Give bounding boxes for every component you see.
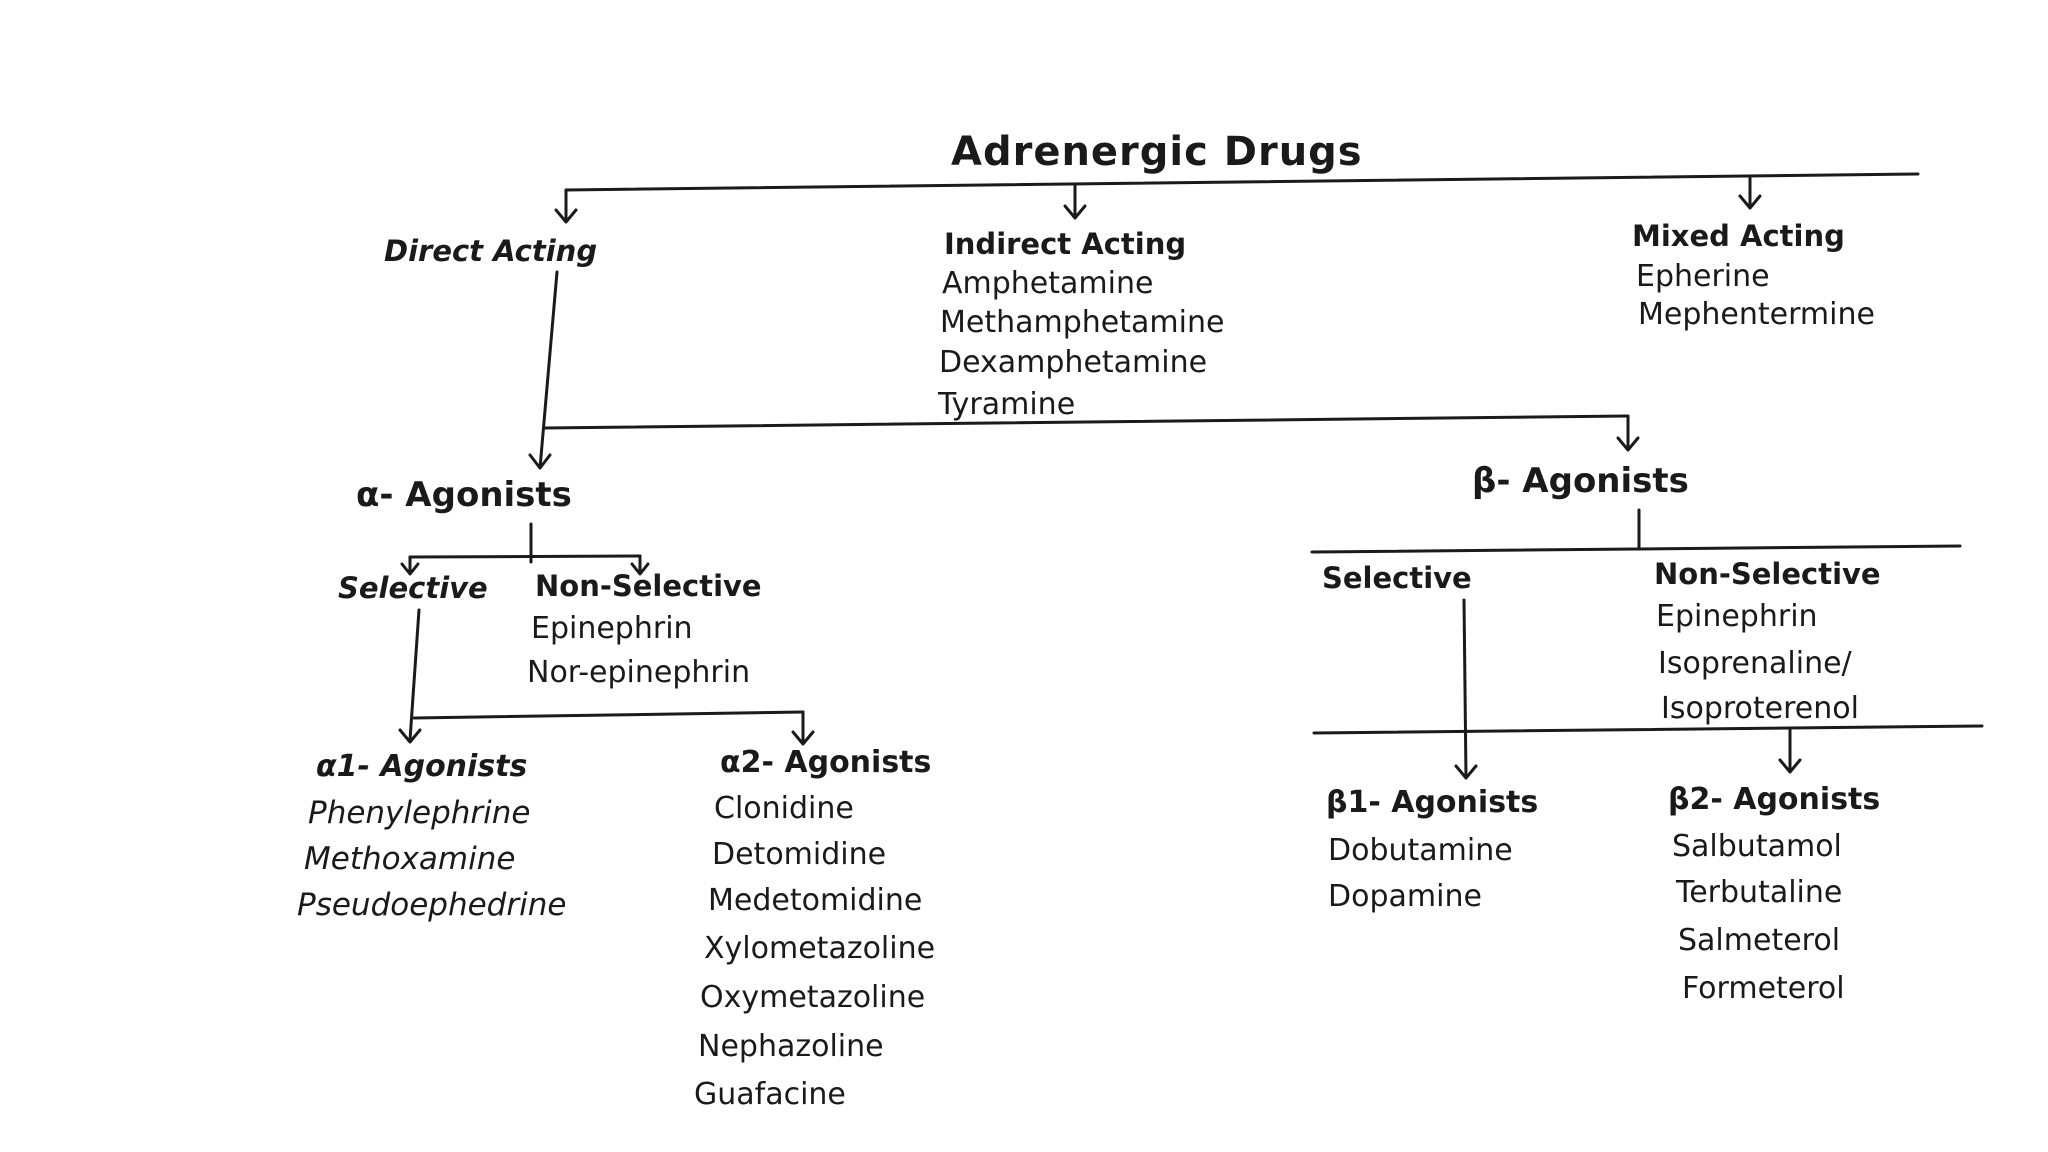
alpha-split-line <box>408 554 642 559</box>
beta1-item: Dobutamine <box>1328 833 1513 868</box>
beta1-item: Dopamine <box>1328 879 1482 914</box>
arrow-to-direct <box>554 188 578 224</box>
a1-a2-branch-line <box>412 710 805 720</box>
beta-nonselective-item: Isoprenaline/ <box>1658 646 1852 681</box>
beta-selective-label: Selective <box>1322 561 1472 595</box>
beta-split-line <box>1310 544 1962 554</box>
indirect-item: Amphetamine <box>942 266 1154 301</box>
arrow-to-a2 <box>791 710 815 746</box>
alpha2-agonists-label: α2- Agonists <box>720 745 932 780</box>
beta-nonselective-item: Isoproterenol <box>1661 691 1859 726</box>
arrow-to-a1 <box>398 728 422 744</box>
arrow-to-alpha-nonselective <box>630 554 650 576</box>
indirect-item: Methamphetamine <box>940 305 1225 340</box>
arrow-to-indirect <box>1063 184 1087 220</box>
beta2-agonists-label: β2- Agonists <box>1668 782 1881 817</box>
alpha-nonselective-item: Nor-epinephrin <box>527 655 751 690</box>
arrow-to-b1 <box>1454 598 1478 780</box>
beta2-item: Terbutaline <box>1676 875 1843 910</box>
beta1-agonists-label: β1- Agonists <box>1326 785 1539 820</box>
indirect-acting-label: Indirect Acting <box>944 227 1187 261</box>
alpha2-item: Medetomidine <box>708 883 923 918</box>
direct-acting-label: Direct Acting <box>384 234 598 268</box>
alpha1-item: Methoxamine <box>304 841 516 877</box>
alpha1-item: Phenylephrine <box>308 795 531 831</box>
mixed-item: Mephentermine <box>1638 297 1875 332</box>
beta-nonselective-label: Non-Selective <box>1654 557 1881 591</box>
alpha-selective-label: Selective <box>338 571 488 605</box>
beta-nonselective-item: Epinephrin <box>1656 599 1818 634</box>
arrow-to-beta <box>1616 414 1640 452</box>
alpha1-item: Pseudoephedrine <box>297 887 567 923</box>
mixed-acting-label: Mixed Acting <box>1632 219 1845 253</box>
arrow-to-b2 <box>1778 728 1802 774</box>
beta2-item: Salbutamol <box>1672 829 1842 864</box>
alpha1-agonists-label: α1- Agonists <box>316 749 528 784</box>
arrow-to-mixed <box>1738 176 1762 210</box>
alpha-selective-stem-line <box>408 608 421 742</box>
alpha2-item: Guafacine <box>694 1077 846 1112</box>
top-branch-line <box>564 172 1920 192</box>
alpha2-item: Clonidine <box>714 791 854 826</box>
beta2-item: Salmeterol <box>1678 923 1841 958</box>
indirect-item: Dexamphetamine <box>939 345 1208 380</box>
mixed-item: Epherine <box>1636 259 1770 294</box>
beta-agonists-label: β- Agonists <box>1472 461 1689 501</box>
alpha2-item: Detomidine <box>712 837 887 872</box>
b1-b2-branch-line <box>1312 724 1984 735</box>
alpha2-item: Nephazoline <box>698 1029 884 1064</box>
arrow-to-alpha-selective <box>400 555 420 576</box>
arrow-to-alpha <box>528 453 552 470</box>
alpha-agonists-label: α- Agonists <box>356 475 572 515</box>
alpha2-item: Oxymetazoline <box>700 980 926 1015</box>
alpha-nonselective-item: Epinephrin <box>531 611 693 646</box>
direct-stem-line <box>538 270 559 470</box>
diagram-title: Adrenergic Drugs <box>951 129 1363 175</box>
alpha2-item: Xylometazoline <box>704 931 936 966</box>
beta2-item: Formeterol <box>1682 971 1845 1006</box>
alpha-beta-branch-line <box>542 414 1630 430</box>
indirect-item: Tyramine <box>938 387 1076 422</box>
alpha-nonselective-label: Non-Selective <box>535 569 762 603</box>
